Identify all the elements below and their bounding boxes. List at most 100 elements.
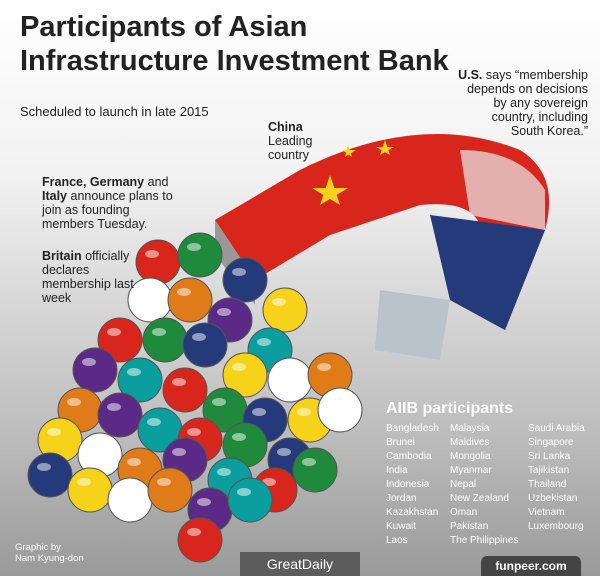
flag-pin — [227, 477, 273, 523]
pin-highlight — [82, 358, 96, 366]
flag-pin — [135, 239, 181, 285]
pin-highlight — [197, 498, 211, 506]
participant-item: Maldives — [450, 437, 490, 448]
france-note: France, Germany and Italy announce plans… — [42, 175, 182, 231]
flag-pin — [27, 452, 73, 498]
pin-highlight — [317, 363, 331, 371]
pin-highlight — [297, 408, 311, 416]
participant-item: New Zealand — [450, 493, 509, 504]
participants-heading: AIIB participants — [386, 400, 514, 417]
participant-item: Mongolia — [450, 451, 491, 462]
china-text: Leading country — [268, 134, 313, 162]
participant-item: Singapore — [528, 437, 574, 448]
flag-pin — [262, 287, 308, 333]
flag-pin — [97, 317, 143, 363]
flag-pin — [267, 357, 313, 403]
flag-pin — [317, 387, 363, 433]
pin-highlight — [187, 428, 201, 436]
and-text: and — [144, 175, 169, 189]
pin-highlight — [87, 443, 101, 451]
pin-highlight — [327, 398, 341, 406]
pin-highlight — [192, 333, 206, 341]
flag-pin — [182, 322, 228, 368]
pin-highlight — [127, 458, 141, 466]
subtitle: Scheduled to launch in late 2015 — [20, 104, 209, 119]
pin-highlight — [77, 478, 91, 486]
pin-highlight — [277, 448, 291, 456]
flag-pin — [222, 257, 268, 303]
page-title: Participants of Asian Infrastructure Inv… — [20, 11, 449, 77]
flag-pin — [162, 367, 208, 413]
flag-pin — [177, 517, 223, 563]
participant-item: Oman — [450, 507, 478, 518]
participant-item: Indonesia — [386, 479, 430, 490]
pin-highlight — [232, 268, 246, 276]
flag-pin — [147, 467, 193, 513]
pin-highlight — [212, 398, 226, 406]
pin-highlight — [257, 338, 271, 346]
pin-highlight — [107, 403, 121, 411]
flag-pin — [222, 352, 268, 398]
pin-highlight — [47, 428, 61, 436]
flag-pin — [117, 357, 163, 403]
pin-highlight — [232, 433, 246, 441]
pin-highlight — [232, 363, 246, 371]
pin-highlight — [187, 243, 201, 251]
credit-line-1: Graphic by — [15, 542, 61, 553]
participant-item: Laos — [386, 535, 408, 546]
pin-highlight — [147, 418, 161, 426]
magnet — [215, 134, 550, 360]
participant-item: Cambodia — [386, 451, 432, 462]
france-text: announce plans to join as founding membe… — [42, 189, 173, 231]
pin-highlight — [252, 408, 266, 416]
pin-highlight — [137, 288, 151, 296]
flag-pin — [107, 477, 153, 523]
flag-pins — [27, 232, 363, 563]
pin-highlight — [172, 448, 186, 456]
participant-item: The Philippines — [450, 535, 519, 546]
participant-item: Jordan — [386, 493, 417, 504]
pin-highlight — [67, 398, 81, 406]
flag-pin — [292, 447, 338, 493]
us-text: says “membership depends on decisions by… — [467, 68, 588, 138]
us-label: U.S. — [458, 68, 483, 82]
pin-highlight — [177, 288, 191, 296]
france-label: France, Germany — [42, 175, 145, 189]
credit-line-2: Nam Kyung-don — [15, 553, 84, 564]
participant-item: Sri Lanka — [528, 451, 571, 462]
watermark-funpeer: funpeer.com — [481, 556, 581, 576]
flag-pin — [142, 317, 188, 363]
pin-highlight — [127, 368, 141, 376]
pin-highlight — [277, 368, 291, 376]
pin-highlight — [37, 463, 51, 471]
star-icon — [312, 175, 348, 205]
participant-item: Kuwait — [386, 521, 417, 532]
flag-pin — [167, 277, 213, 323]
participant-item: India — [386, 465, 408, 476]
participant-item: Myanmar — [450, 465, 492, 476]
italy-label: Italy — [42, 189, 68, 203]
pin-highlight — [237, 488, 251, 496]
watermark-greatdaily: GreatDaily — [240, 552, 360, 576]
flag-pin — [67, 467, 113, 513]
participant-item: Kazakhstan — [386, 507, 439, 518]
participant-item: Tajikistan — [528, 465, 570, 476]
pin-highlight — [145, 250, 159, 258]
britain-note: Britain officially declares membership l… — [42, 249, 142, 305]
participant-item: Luxembourg — [528, 521, 584, 532]
pin-highlight — [152, 328, 166, 336]
flag-pin — [177, 232, 223, 278]
participant-item: Brunei — [386, 437, 415, 448]
pin-highlight — [107, 328, 121, 336]
pin-highlight — [187, 528, 201, 536]
flag-pin — [72, 347, 118, 393]
participant-item: Saudi Arabia — [528, 423, 585, 434]
pin-highlight — [217, 468, 231, 476]
pin-highlight — [272, 298, 286, 306]
